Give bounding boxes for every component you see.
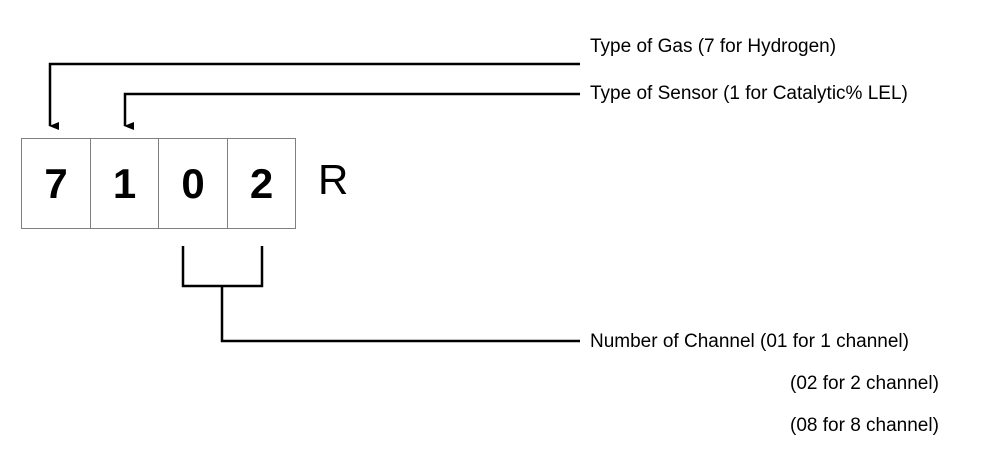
- digit-box-gas-type: 7: [21, 138, 91, 229]
- channel-label: Number of Channel (01 for 1 channel): [590, 331, 909, 352]
- gas-type-label: Type of Gas (7 for Hydrogen): [590, 36, 837, 57]
- channel-leader-line: [220, 286, 580, 343]
- code-suffix: R: [318, 156, 349, 203]
- sensor-type-arrow: [123, 92, 580, 130]
- sensor-type-label: Type of Sensor (1 for Catalytic% LEL): [590, 83, 908, 104]
- channel-label-02: (02 for 2 channel): [790, 373, 939, 394]
- digit-box-channel-units: 2: [227, 138, 296, 229]
- digit-box-channel-tens: 0: [158, 138, 228, 229]
- channel-label-08: (08 for 8 channel): [790, 415, 939, 436]
- digit-box-sensor-type: 1: [90, 138, 159, 229]
- channel-bracket: [181, 246, 264, 288]
- gas-type-arrow: [48, 62, 580, 130]
